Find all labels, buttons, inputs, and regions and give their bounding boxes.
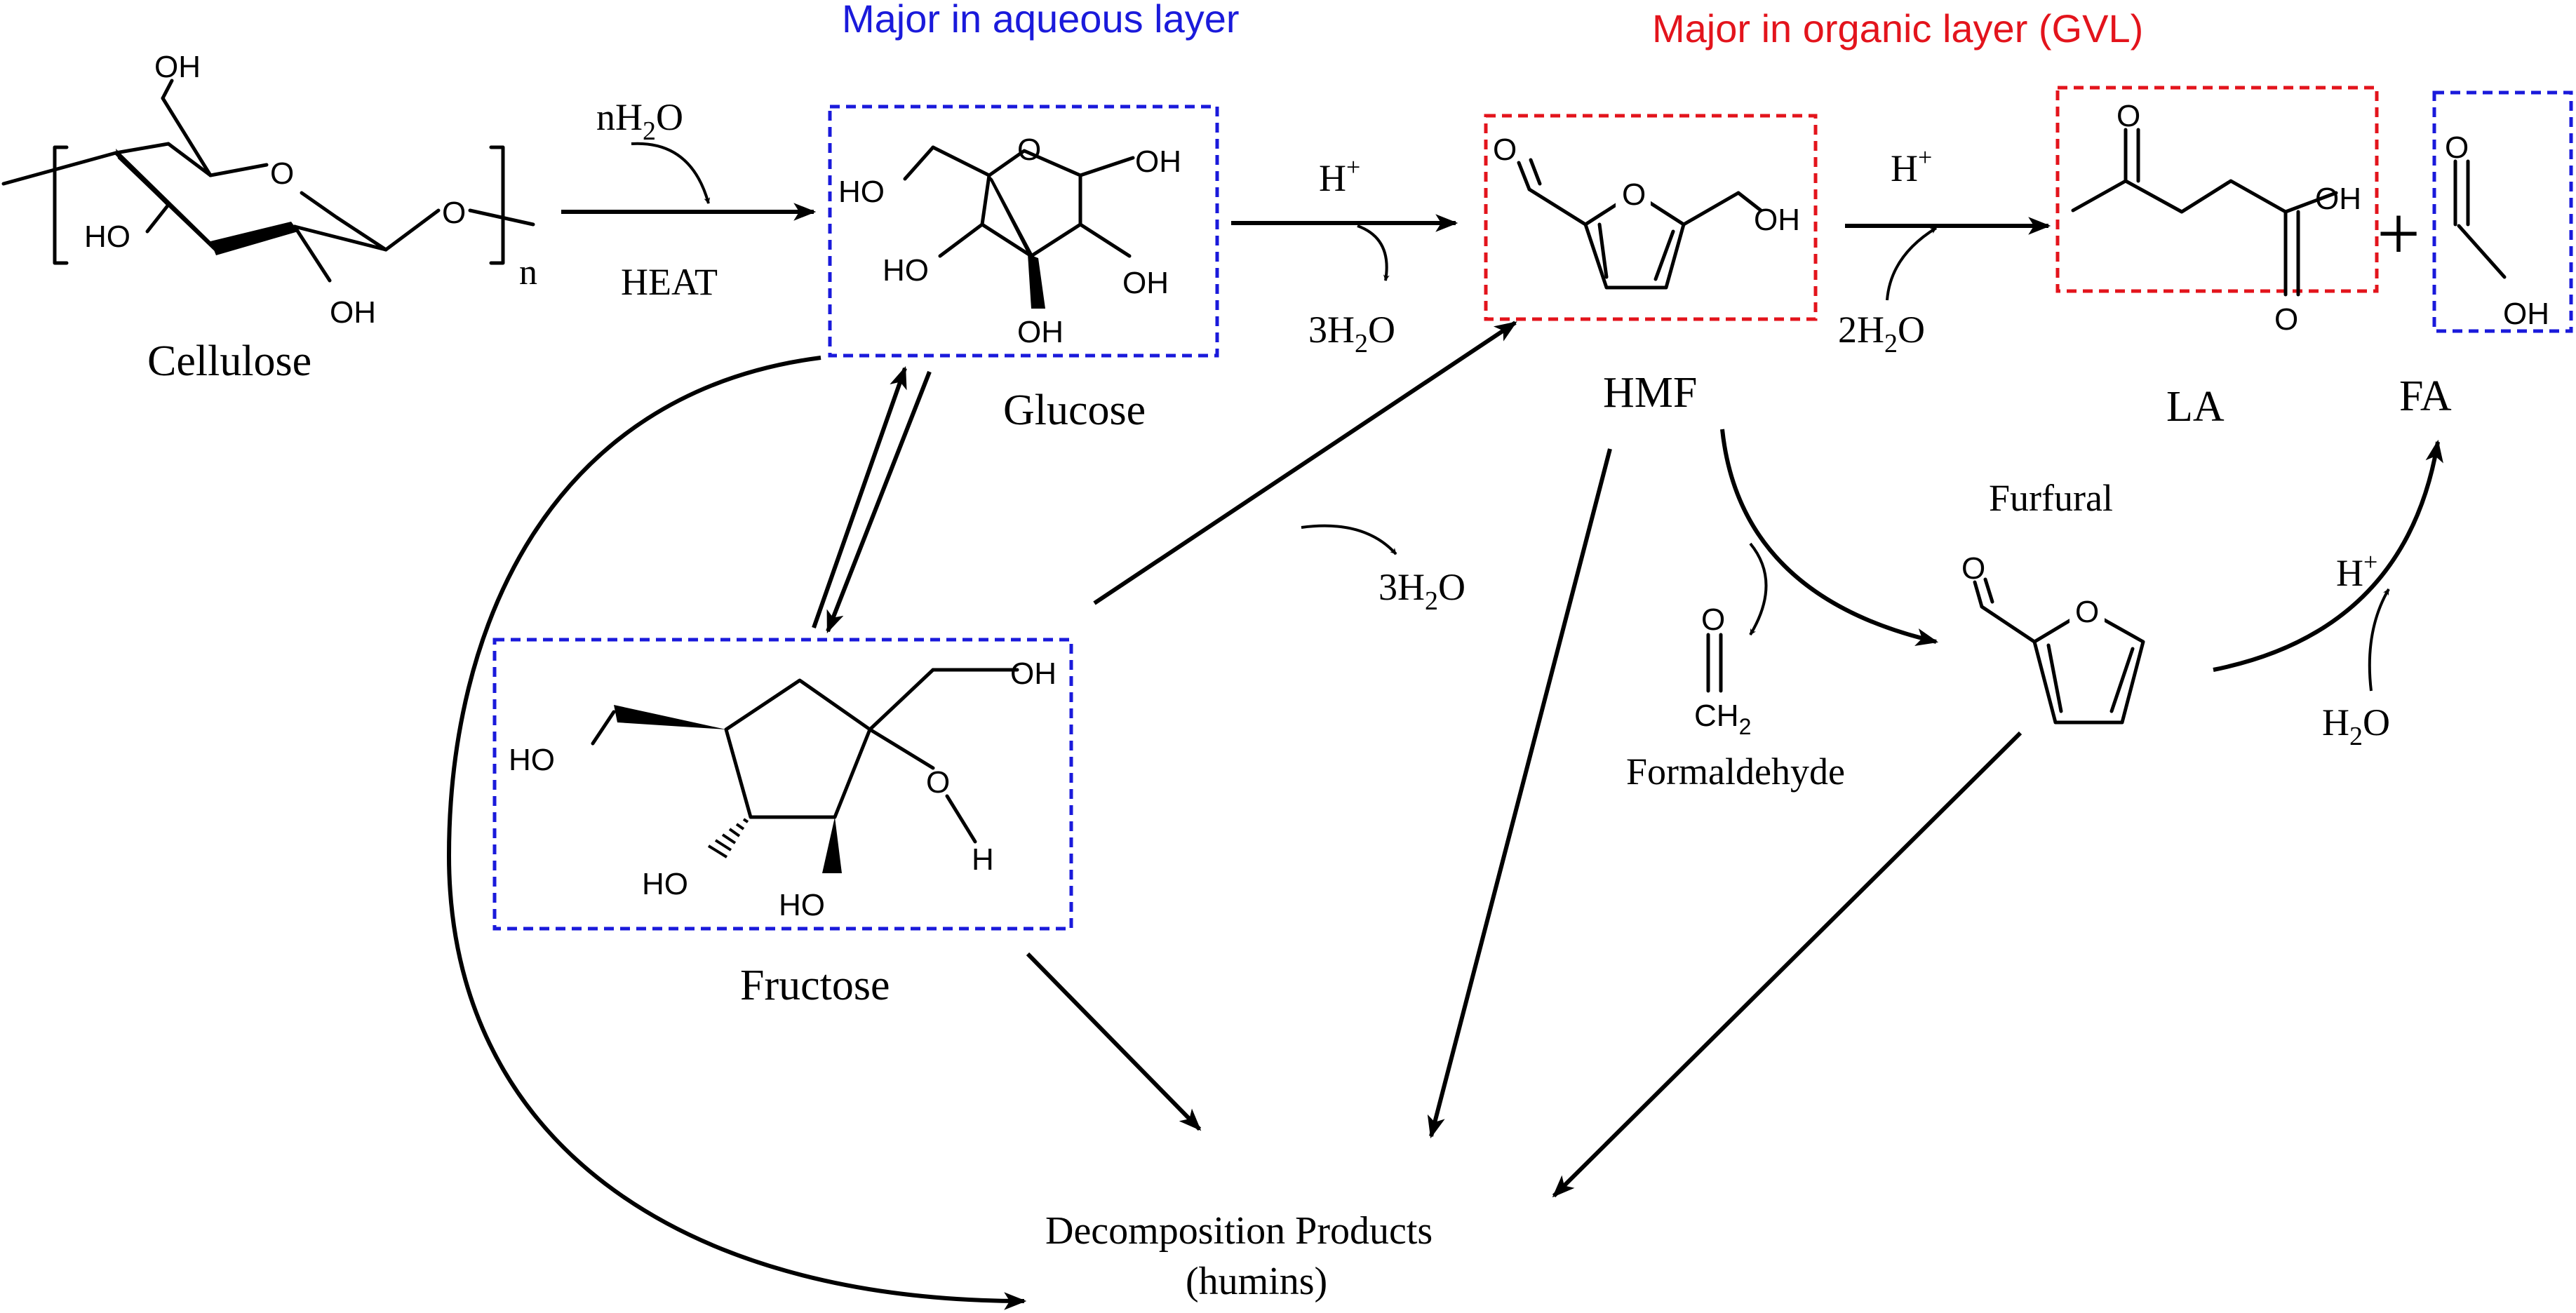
formaldehyde-structure: O CH2 [1694, 602, 1751, 739]
cellulose-structure: OH O HO OH O n [1, 50, 537, 330]
cellulose-bridge-o: O [442, 196, 466, 230]
decomposition-label-line2: (humins) [1186, 1260, 1327, 1303]
la-acid-o: O [2274, 302, 2298, 337]
la-ketone-o: O [2117, 99, 2140, 133]
arrow-fructose-glucose [812, 365, 907, 628]
reagent-acid-1: H+ [1319, 153, 1360, 199]
fructose-o: O [926, 765, 950, 800]
hmf-ring-o: O [1622, 177, 1646, 212]
formaldehyde-o: O [1701, 602, 1725, 637]
formaldehyde-ch2: CH2 [1694, 699, 1751, 739]
curved-arrow-water [631, 142, 711, 204]
furfural-structure: O O [1961, 551, 2145, 725]
reagent-heat: HEAT [621, 261, 718, 303]
hmf-structure: O O OH [1493, 133, 1800, 290]
cellulose-label: Cellulose [147, 337, 311, 385]
la-box [2055, 86, 2379, 293]
hmf-aldehyde-o: O [1493, 133, 1517, 167]
arrow-glucose-humins [446, 356, 1027, 1310]
curved-arrow-h2o [2368, 588, 2390, 692]
cellulose-ring-o: O [270, 156, 294, 191]
formaldehyde-label: Formaldehyde [1626, 750, 1845, 793]
fructose-ho-left: HO [509, 743, 555, 777]
arrow-furfural-fa [2213, 439, 2443, 672]
glucose-oh-right-bottom: OH [1122, 266, 1169, 300]
cellulose-n: n [519, 252, 537, 292]
fa-carbonyl-o: O [2445, 130, 2469, 165]
reagent-h2o: H2O [2322, 701, 2390, 751]
furfural-ring-o: O [2075, 595, 2099, 629]
fa-structure: O OH [2445, 130, 2549, 331]
hmf-label: HMF [1603, 369, 1697, 417]
furfural-label: Furfural [1989, 477, 2113, 519]
reagent-acid-3: H+ [2336, 548, 2377, 594]
reagent-3h2o-1: 3H2O [1308, 309, 1395, 358]
curved-arrow-3h2o-2 [1301, 524, 1397, 556]
organic-layer-label: Major in organic layer (GVL) [1652, 6, 2143, 50]
arrow-hmf-furfural [1720, 429, 1939, 646]
curved-arrow-3h2o-1 [1357, 224, 1390, 281]
plus-sign: + [2377, 191, 2420, 276]
decomposition-label-line1: Decomposition Products [1045, 1209, 1433, 1253]
glucose-oh-right-top: OH [1135, 144, 1181, 179]
glucose-label: Glucose [1003, 386, 1146, 434]
glucose-structure: O OH HO HO OH OH [838, 133, 1181, 349]
arrow-glucose-fructose [826, 370, 932, 633]
fructose-ho-bottom-left: HO [642, 867, 688, 901]
glucose-ring-o: O [1017, 133, 1041, 167]
cellulose-oh-bottom: OH [330, 295, 376, 330]
la-oh: OH [2315, 182, 2361, 216]
hmf-box [1484, 114, 1818, 321]
fructose-label: Fructose [740, 962, 890, 1009]
glucose-box [828, 105, 1219, 358]
fa-oh: OH [2503, 297, 2549, 331]
fructose-structure: OH HO O H HO HO [509, 656, 1056, 922]
reagent-nh2o: nH2O [596, 96, 683, 146]
la-label: LA [2166, 383, 2225, 431]
fructose-box [492, 638, 1073, 931]
curved-arrow-2h2o [1886, 227, 1938, 301]
cellulose-ho: HO [84, 220, 130, 254]
fructose-ho-bottom: HO [779, 888, 825, 922]
reagent-3h2o-2: 3H2O [1378, 566, 1465, 616]
fructose-oh-top: OH [1010, 656, 1056, 691]
arrow-furfural-humins [1552, 731, 2022, 1198]
hmf-oh: OH [1754, 203, 1800, 237]
furfural-aldehyde-o: O [1961, 551, 1985, 586]
fa-box [2432, 90, 2573, 333]
glucose-ho-left: HO [838, 175, 885, 209]
arrow-fructose-humins [1026, 952, 1202, 1131]
aqueous-layer-label: Major in aqueous layer [842, 0, 1240, 41]
glucose-ho-bottom-left: HO [883, 253, 929, 288]
reagent-acid-2: H+ [1891, 143, 1932, 189]
curved-arrow-formaldehyde [1749, 542, 1768, 636]
fructose-h: H [972, 842, 994, 877]
cellulose-oh-top: OH [154, 50, 201, 84]
arrow-hmf-humins [1427, 448, 1612, 1139]
reagent-2h2o: 2H2O [1838, 309, 1925, 358]
la-structure: O OH O [2071, 99, 2361, 337]
arrow-fructose-hmf [1093, 321, 1517, 605]
glucose-oh-bottom: OH [1017, 315, 1064, 349]
fa-label: FA [2399, 372, 2452, 420]
